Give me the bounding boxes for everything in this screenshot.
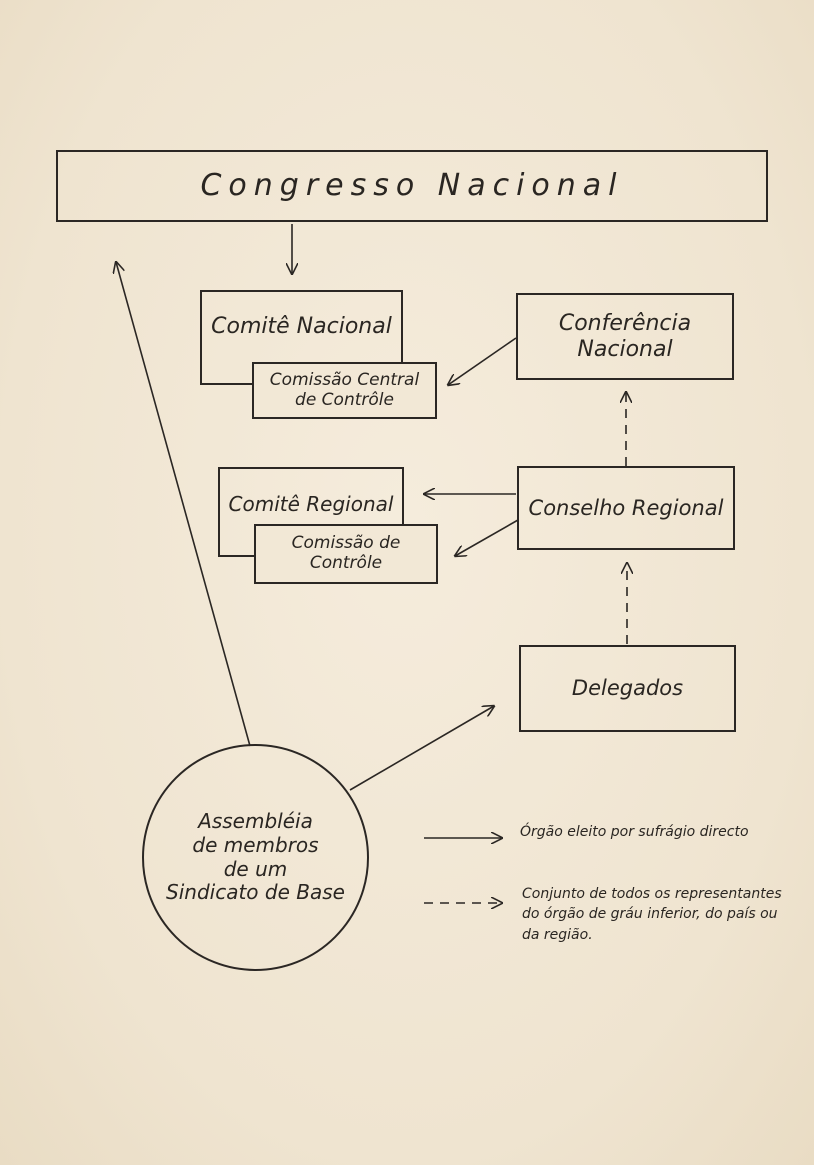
arrow-council-to-control-commission bbox=[455, 519, 519, 556]
legend-dashed-text: Conjunto de todos os representantes do ó… bbox=[522, 886, 782, 943]
assembly-line1: Assembléia bbox=[198, 809, 313, 834]
regional-council-box: Conselho Regional bbox=[517, 466, 735, 550]
assembly-line3: de um bbox=[223, 856, 288, 881]
regional-council-label: Conselho Regional bbox=[528, 495, 724, 520]
legend-solid-text: Órgão eleito por sufrágio directo bbox=[520, 824, 749, 840]
assembly-circle: Assembléia de membros de um Sindicato de… bbox=[142, 744, 369, 971]
control-commission-box: Comissão de Contrôle bbox=[254, 524, 438, 584]
congress-label: Congresso Nacional bbox=[200, 167, 624, 203]
national-conference-line1: Conferência bbox=[558, 311, 692, 337]
national-committee-box: Comitê Nacional bbox=[200, 290, 403, 385]
national-committee-label: Comitê Nacional bbox=[211, 314, 392, 339]
central-control-commission-line1: Comissão Central bbox=[269, 369, 420, 390]
regional-committee-label: Comitê Regional bbox=[228, 492, 394, 516]
assembly-line2: de membros bbox=[192, 832, 319, 857]
central-control-commission-line2: de Contrôle bbox=[295, 389, 394, 410]
delegates-label: Delegados bbox=[571, 676, 684, 701]
assembly-line4: Sindicato de Base bbox=[166, 880, 345, 905]
congress-box: Congresso Nacional bbox=[56, 150, 768, 222]
arrow-assembly-to-congress bbox=[116, 262, 251, 747]
delegates-box: Delegados bbox=[519, 645, 736, 732]
arrow-assembly-to-delegates bbox=[349, 706, 494, 791]
arrow-conference-to-central-commission bbox=[448, 337, 517, 385]
central-control-commission-box: Comissão Central de Contrôle bbox=[252, 362, 437, 419]
national-conference-line2: Nacional bbox=[577, 336, 673, 362]
national-conference-box: Conferência Nacional bbox=[516, 293, 734, 380]
control-commission-label: Comissão de Contrôle bbox=[291, 533, 401, 573]
